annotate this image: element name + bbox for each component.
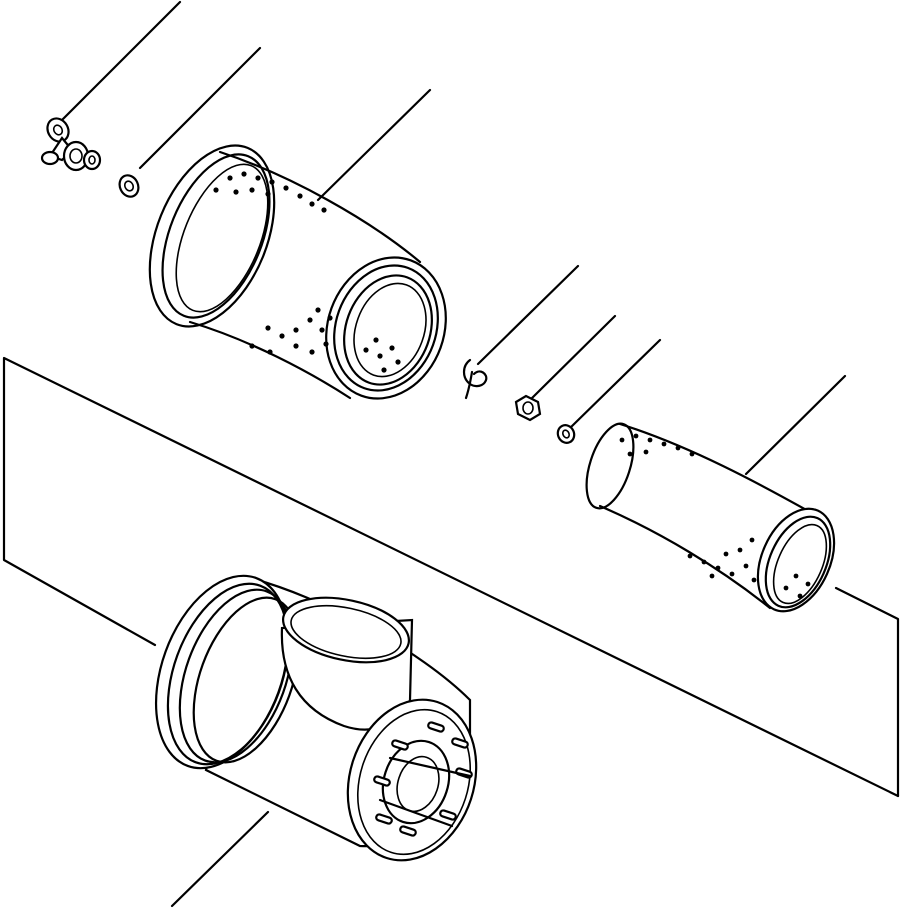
leader-line-outer-filter	[316, 88, 432, 202]
leader-line-clip	[476, 264, 580, 366]
leader-line-inner-filter	[744, 374, 847, 476]
leader-line-small-washer	[568, 338, 662, 430]
wing-nut	[40, 117, 102, 172]
nut	[514, 394, 542, 422]
leader-lines	[60, 0, 847, 908]
inner-perforations-inside	[783, 573, 811, 599]
assembly-outline	[2, 356, 900, 798]
inner-perforations-bottom	[687, 537, 757, 583]
leader-line-nut	[528, 314, 617, 402]
leader-line-washer	[138, 46, 262, 170]
clip	[462, 358, 488, 400]
perforations-top	[213, 171, 327, 213]
leader-line-housing	[170, 810, 270, 908]
air-cleaner-housing	[154, 574, 478, 862]
inner-perforations-top	[619, 433, 695, 457]
perforations-inside	[363, 337, 401, 373]
housing-end-slots	[373, 721, 473, 837]
outer-filter-element	[148, 144, 447, 400]
washer	[118, 174, 140, 198]
leader-line-wing-nut	[60, 0, 182, 122]
small-washer	[556, 424, 576, 444]
inner-filter-element	[585, 422, 836, 613]
perforations-bottom	[249, 307, 333, 355]
